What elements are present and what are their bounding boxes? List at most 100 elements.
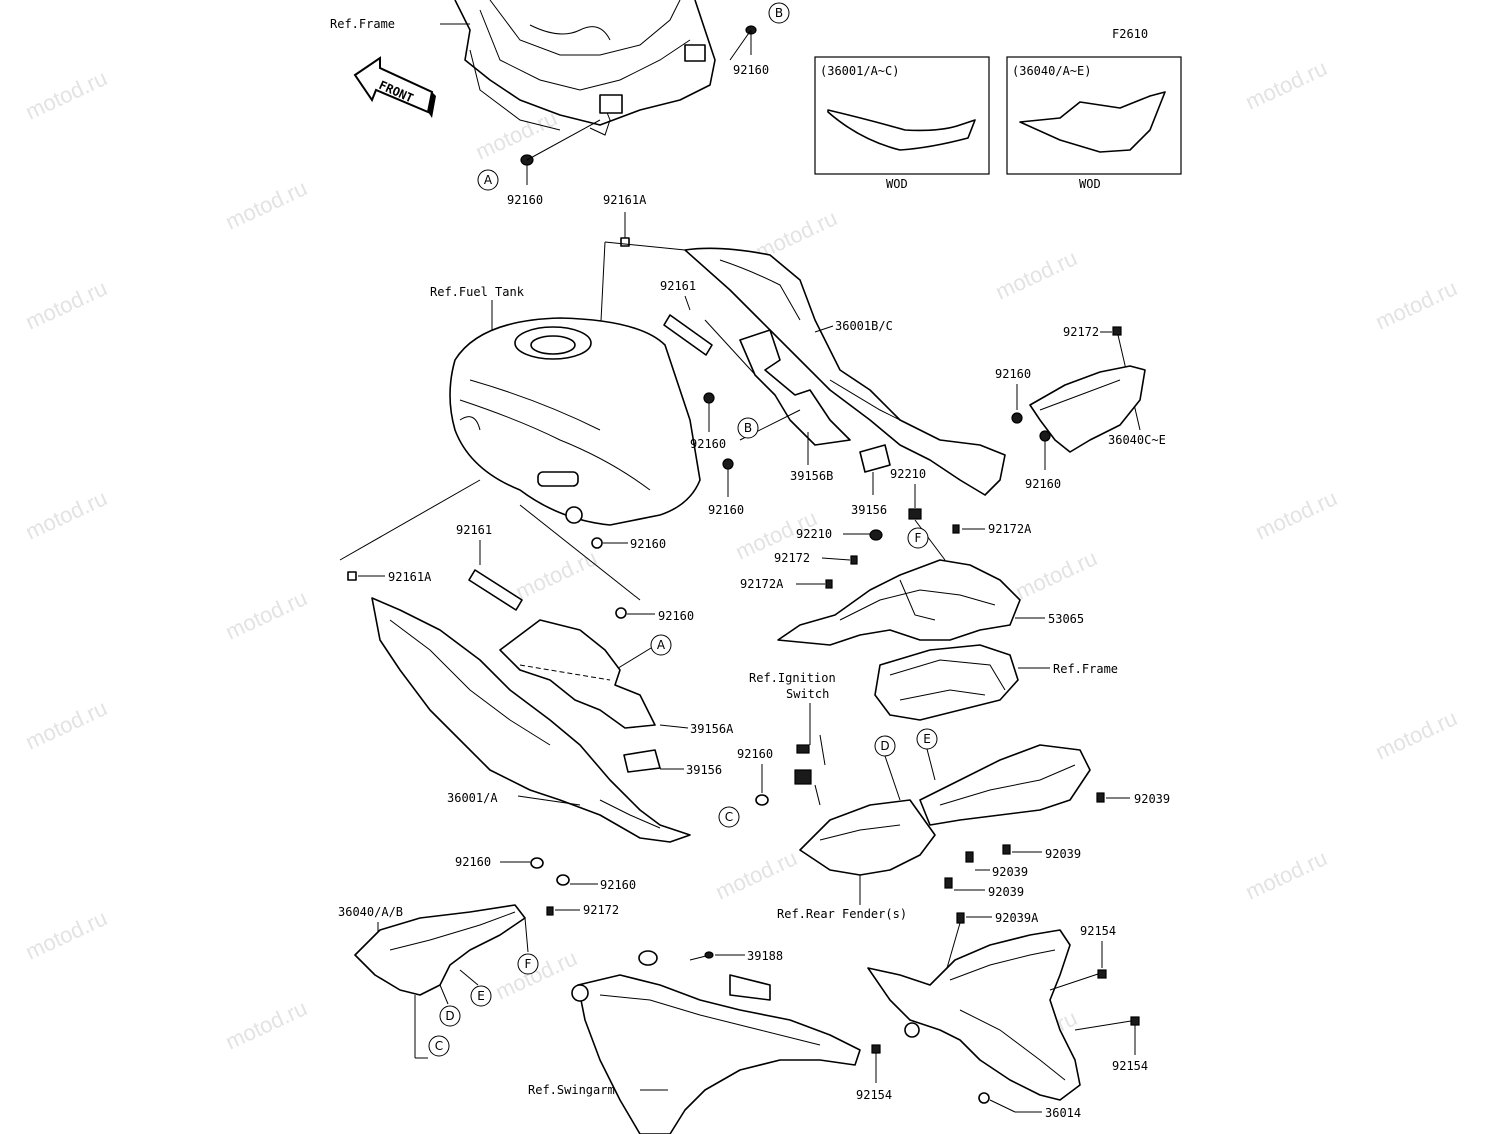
leader-line bbox=[517, 795, 581, 806]
screw-icon bbox=[1112, 326, 1122, 336]
leader-line bbox=[519, 504, 641, 601]
inset-caption: (36001/A~C) bbox=[820, 64, 899, 78]
watermark-text: motod.ru bbox=[22, 485, 111, 544]
part-92039a: 92039A bbox=[995, 911, 1039, 925]
callout-circle bbox=[718, 806, 740, 828]
bolt-icon bbox=[1002, 844, 1011, 855]
leader-line bbox=[1074, 1020, 1132, 1031]
part-92161a: 92161A bbox=[603, 193, 647, 207]
ref-swingarm: Ref.Swingarm bbox=[528, 1083, 615, 1097]
leader-line bbox=[944, 922, 961, 976]
part-39156a: 39156A bbox=[690, 722, 734, 736]
cowl-detail bbox=[1039, 379, 1121, 411]
frame-top-illustration bbox=[454, 0, 716, 136]
part-92172: 92172 bbox=[1063, 325, 1099, 339]
part-39156b: 39156B bbox=[790, 469, 833, 483]
grommet-icon bbox=[755, 794, 769, 806]
leader-line bbox=[659, 724, 689, 729]
part-92160: 92160 bbox=[455, 855, 491, 869]
part-92172a: 92172A bbox=[740, 577, 784, 591]
cover-detail bbox=[599, 799, 661, 829]
swingarm-bracket bbox=[729, 974, 771, 1001]
ref-rear-fender: Ref.Rear Fender(s) bbox=[777, 907, 907, 921]
grommet-icon bbox=[591, 537, 603, 549]
grommet-icon bbox=[556, 874, 570, 886]
watermark-text: motod.ru bbox=[1242, 55, 1331, 114]
callout-circle bbox=[907, 527, 929, 549]
swingarm-detail bbox=[599, 994, 821, 1046]
cowl-36040ab bbox=[354, 904, 526, 996]
label-strip bbox=[859, 444, 891, 473]
callout-c: C bbox=[435, 1039, 443, 1053]
watermark-text: motod.ru bbox=[22, 695, 111, 754]
clip-icon bbox=[620, 237, 630, 247]
callout-circle bbox=[737, 417, 759, 439]
label-strip bbox=[623, 749, 661, 773]
leader-line bbox=[884, 755, 901, 801]
leader-line bbox=[926, 748, 936, 781]
switch-icon bbox=[796, 744, 810, 754]
ref-ignition-switch: Switch bbox=[786, 687, 829, 701]
watermark-text: motod.ru bbox=[1252, 485, 1341, 544]
inset-note: WOD bbox=[886, 177, 908, 191]
part-92160: 92160 bbox=[995, 367, 1031, 381]
callout-d: D bbox=[880, 739, 889, 753]
leader-line bbox=[819, 734, 826, 766]
callout-circle bbox=[517, 953, 539, 975]
clip-icon bbox=[704, 951, 714, 959]
screw-icon bbox=[952, 524, 960, 534]
cowl-detail bbox=[389, 911, 516, 951]
screw-icon bbox=[546, 906, 554, 916]
side-cover-left bbox=[371, 597, 691, 843]
watermark-text: motod.ru bbox=[512, 545, 601, 604]
leader-line bbox=[821, 557, 851, 561]
fender-mount bbox=[904, 1022, 920, 1038]
switch-icon bbox=[794, 769, 812, 785]
part-92210: 92210 bbox=[796, 527, 832, 541]
frame-detail bbox=[899, 689, 986, 701]
part-92160: 92160 bbox=[630, 537, 666, 551]
callout-b: B bbox=[775, 6, 783, 20]
watermark-text: motod.ru bbox=[222, 995, 311, 1054]
bolt-icon bbox=[944, 877, 953, 889]
watermark-text: motod.ru bbox=[992, 245, 1081, 304]
panel-39156b bbox=[739, 329, 851, 446]
grommet-icon bbox=[1039, 430, 1051, 442]
ref-frame-mid: Ref.Frame bbox=[1053, 662, 1118, 676]
callout-b: B bbox=[744, 421, 752, 435]
callout-a: A bbox=[484, 173, 493, 187]
part-92160: 92160 bbox=[733, 63, 769, 77]
callout-e: E bbox=[477, 989, 485, 1003]
callout-e: E bbox=[923, 732, 931, 746]
leader-line bbox=[526, 119, 601, 161]
fender-mount bbox=[978, 1092, 990, 1104]
part-36014: 36014 bbox=[1045, 1106, 1081, 1120]
side-cover-right bbox=[684, 247, 1006, 496]
inset-36001: (36001/A~C) WOD bbox=[814, 56, 990, 191]
callout-f: F bbox=[915, 531, 922, 545]
leader-line bbox=[524, 917, 529, 953]
watermark-text: motod.ru bbox=[22, 65, 111, 124]
inset-36040: (36040/A~E) WOD bbox=[1006, 56, 1182, 191]
part-92172: 92172 bbox=[774, 551, 810, 565]
rear-fender-36014 bbox=[867, 929, 1081, 1101]
screw-icon bbox=[825, 579, 833, 589]
grommet-icon bbox=[722, 458, 734, 470]
watermark-text: motod.ru bbox=[492, 945, 581, 1004]
part-36001bc: 36001B/C bbox=[835, 319, 893, 333]
callout-circle bbox=[428, 1035, 450, 1057]
ref-ignition: Ref.Ignition bbox=[749, 671, 836, 685]
leader-line bbox=[614, 647, 652, 671]
part-92039: 92039 bbox=[1045, 847, 1081, 861]
bolt-icon bbox=[1096, 792, 1105, 803]
ref-frame-top: Ref.Frame bbox=[330, 17, 395, 31]
part-92210: 92210 bbox=[890, 467, 926, 481]
tail-detail bbox=[819, 824, 901, 841]
part-92160: 92160 bbox=[1025, 477, 1061, 491]
swingarm-illustration bbox=[577, 974, 861, 1134]
part-92154: 92154 bbox=[1112, 1059, 1148, 1073]
seat-cover-53065 bbox=[777, 559, 1021, 646]
leader-line bbox=[914, 519, 946, 561]
part-92160: 92160 bbox=[600, 878, 636, 892]
part-92039: 92039 bbox=[992, 865, 1028, 879]
